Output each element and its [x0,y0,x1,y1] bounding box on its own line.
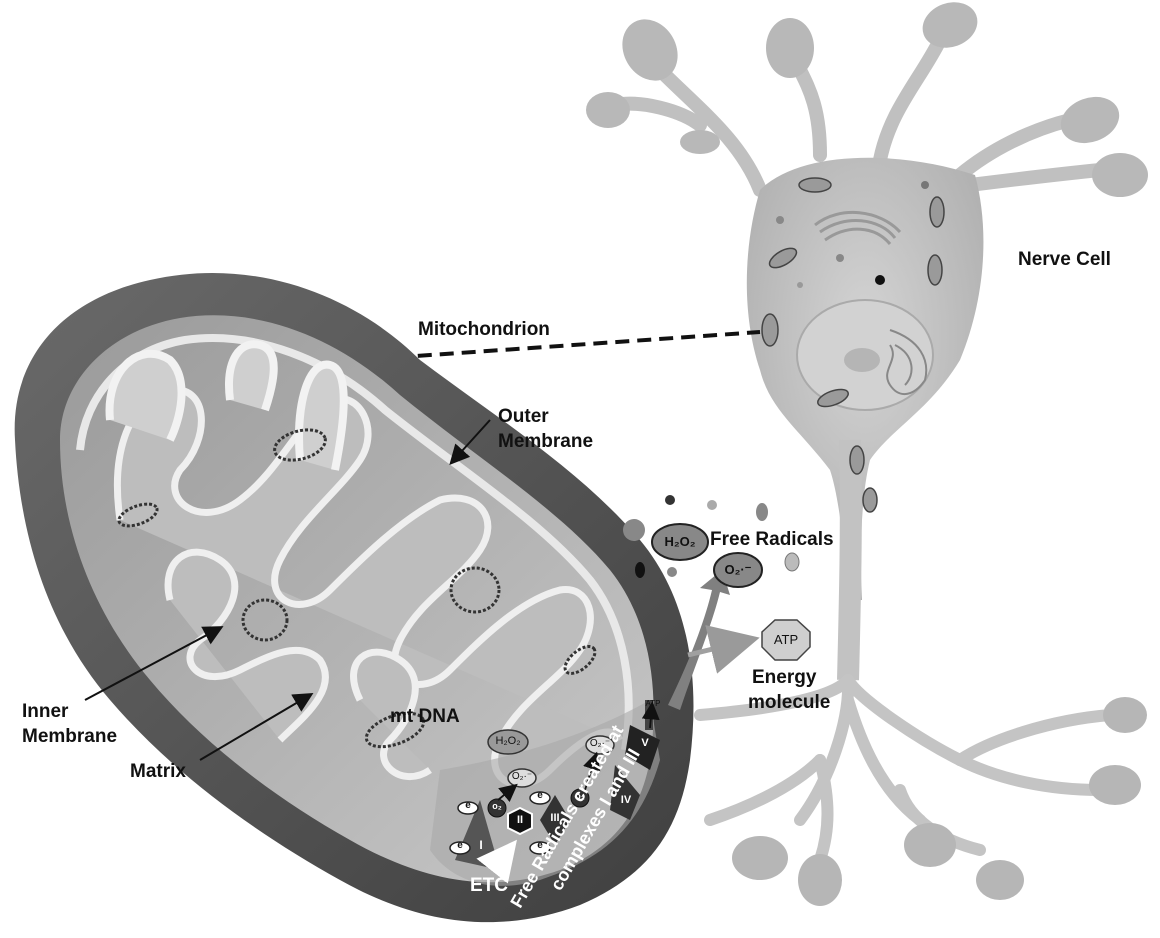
electron-label-2: e [453,840,467,851]
complex-5-label: V [638,737,652,749]
mitochondrion-label: Mitochondrion [418,318,550,341]
nerve-cell-label: Nerve Cell [1018,248,1111,271]
etc-label: ETC [470,874,508,897]
energy-molecule-label-line1: Energy [752,666,816,689]
oxygen-label-1: o₂ [487,801,507,811]
nucleolus [844,348,880,372]
free-radicals-label: Free Radicals [710,528,834,551]
mt-dna-label: mt DNA [390,705,460,728]
electron-label-1: e [461,800,475,811]
complex-3-label: III [545,812,565,824]
outer-membrane-label-line1: Outer [498,405,549,428]
o2-radical-etc-label-2: O₂·⁻ [586,738,614,749]
electron-label-3: e [533,790,547,801]
h2o2-etc-label: H₂O₂ [488,735,528,747]
outer-membrane-label-line2: Membrane [498,430,593,453]
matrix-label: Matrix [130,760,186,783]
h2o2-molecule-label: H₂O₂ [656,534,704,549]
axon-terminal-tips [732,697,1147,906]
inner-membrane-label-line2: Membrane [22,725,117,748]
inner-membrane-label-line1: Inner [22,700,68,723]
o2-radical-molecule-label: O₂·⁻ [716,562,760,578]
electron-label-4: e [533,840,547,851]
oxygen-label-2: o₂ [570,791,590,801]
axon [848,440,851,680]
complex-1-label: I [474,838,488,852]
o2-radical-etc-label-1: O₂·⁻ [508,771,536,782]
complex-4-label: IV [616,794,636,806]
atp-small-label: ATP [640,699,666,708]
complex-2-label: II [512,814,528,826]
energy-molecule-label-line2: molecule [748,691,830,714]
atp-label: ATP [762,632,810,647]
